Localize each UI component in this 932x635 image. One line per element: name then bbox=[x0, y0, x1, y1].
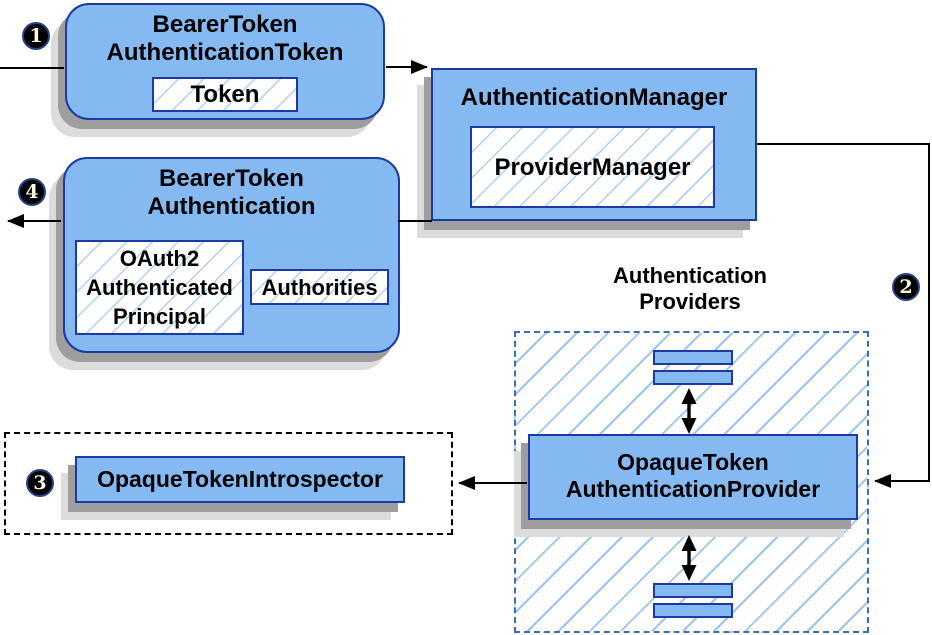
step-number: 1 bbox=[29, 24, 43, 47]
node-oauth2-authenticated-principal: OAuth2 Authenticated Principal bbox=[75, 240, 244, 335]
opaque-token-introspector-label: OpaqueTokenIntrospector bbox=[97, 466, 383, 492]
authentication-manager-title: AuthenticationManager bbox=[460, 84, 728, 111]
step-badge-4: 4 bbox=[18, 178, 46, 206]
provider-stub-bar bbox=[653, 603, 733, 618]
token-label: Token bbox=[190, 81, 260, 108]
step-badge-3: 3 bbox=[26, 469, 54, 497]
title-line-2: AuthenticationToken bbox=[106, 39, 344, 66]
title-line-2: Authentication bbox=[147, 193, 316, 220]
caption-line-1: Authentication bbox=[613, 263, 767, 288]
provider-stub-bar bbox=[653, 350, 733, 365]
principal-line-1: OAuth2 bbox=[119, 246, 200, 271]
provider-stub-bar bbox=[653, 583, 733, 598]
node-provider-manager: ProviderManager bbox=[470, 126, 715, 208]
step-number: 2 bbox=[899, 275, 913, 298]
authentication-providers-caption: Authentication Providers bbox=[595, 263, 785, 315]
provider-stub-bar bbox=[653, 370, 733, 385]
title-line-1: BearerToken bbox=[152, 11, 298, 38]
step-badge-2: 2 bbox=[892, 273, 920, 301]
node-bearer-token-authentication: BearerToken Authentication OAuth2 Authen… bbox=[63, 157, 400, 353]
step-number: 4 bbox=[25, 180, 39, 203]
authorities-label: Authorities bbox=[261, 274, 378, 300]
principal-line-3: Principal bbox=[113, 304, 206, 329]
step-badge-1: 1 bbox=[22, 22, 50, 50]
node-title: OpaqueToken AuthenticationProvider bbox=[530, 436, 856, 503]
node-authorities: Authorities bbox=[250, 269, 389, 305]
caption-line-2: Providers bbox=[639, 289, 741, 314]
node-token: Token bbox=[152, 77, 298, 112]
introspector-container: OpaqueTokenIntrospector bbox=[4, 432, 453, 535]
node-opaque-token-introspector: OpaqueTokenIntrospector bbox=[75, 456, 405, 503]
title-line-2: AuthenticationProvider bbox=[565, 476, 821, 502]
node-bearer-token-authentication-token: BearerToken AuthenticationToken Token bbox=[65, 3, 385, 120]
node-title: BearerToken AuthenticationToken bbox=[67, 5, 383, 67]
authentication-providers-container: OpaqueToken AuthenticationProvider bbox=[514, 331, 869, 633]
title-line-1: BearerToken bbox=[159, 165, 304, 192]
step-number: 3 bbox=[33, 471, 47, 494]
provider-manager-label: ProviderManager bbox=[494, 153, 691, 181]
title-line-1: OpaqueToken bbox=[617, 449, 769, 475]
node-title: BearerToken Authentication bbox=[65, 159, 398, 221]
node-authentication-manager: AuthenticationManager ProviderManager bbox=[431, 68, 757, 221]
principal-line-2: Authenticated bbox=[86, 275, 233, 300]
node-opaque-token-authentication-provider: OpaqueToken AuthenticationProvider bbox=[528, 434, 858, 520]
